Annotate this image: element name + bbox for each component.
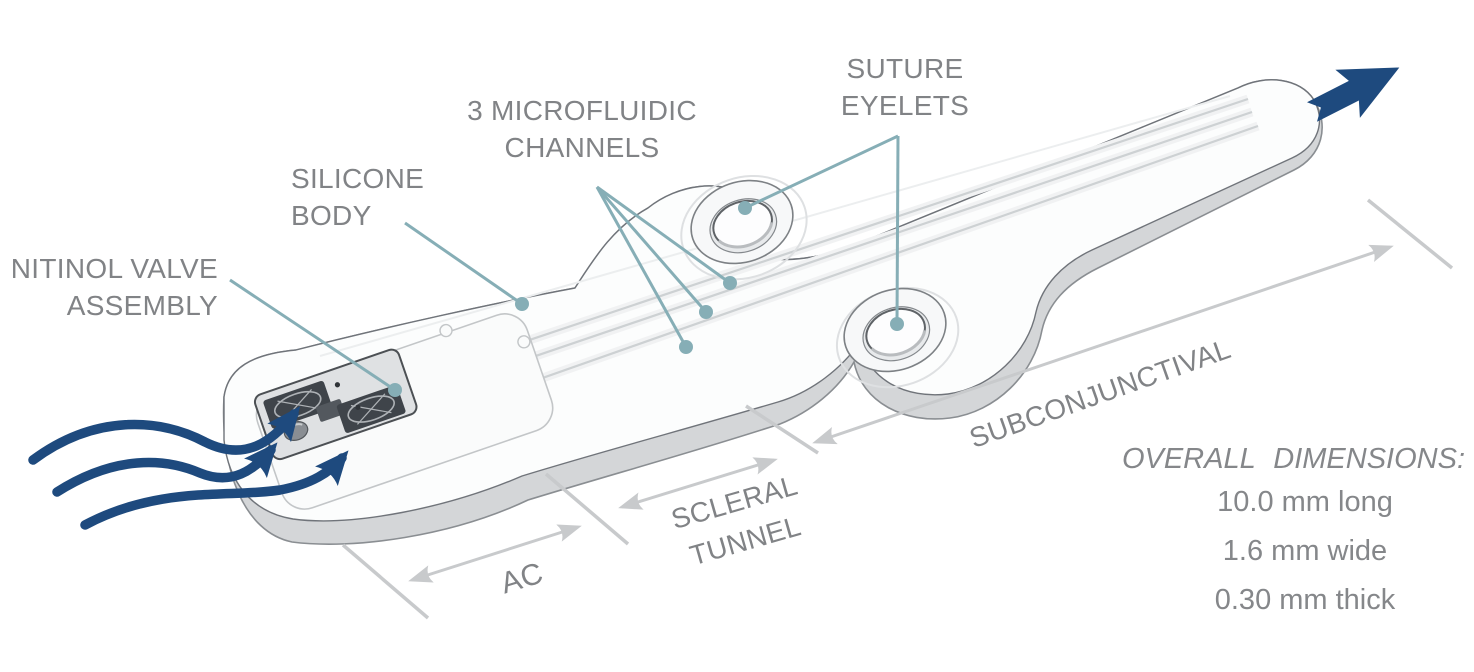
flow-inlet-arrow-1 bbox=[28, 406, 301, 465]
dimensions-title: OVERALL DIMENSIONS: bbox=[1121, 443, 1465, 475]
dimension-arrow-subconjunctival bbox=[812, 244, 1394, 445]
dimension-length: 10.0 mm long bbox=[1217, 486, 1393, 518]
label-silicone-body: SILICONE BODY bbox=[291, 160, 491, 234]
flow-inlet-arrows bbox=[28, 406, 349, 530]
leader-nitinol-valve bbox=[229, 278, 402, 397]
flow-inlet-arrow-3 bbox=[80, 450, 349, 530]
dimension-graphics bbox=[341, 198, 1454, 620]
label-line: CHANNELS bbox=[504, 132, 660, 163]
leader-channels-fan bbox=[595, 185, 737, 354]
channel-line-1 bbox=[421, 97, 1249, 378]
flow-inlet-arrow-2 bbox=[52, 442, 278, 497]
label-line: BODY bbox=[291, 200, 372, 231]
label-line: EYELETS bbox=[840, 90, 970, 121]
label-suture-eyelets: SUTURE EYELETS bbox=[835, 50, 975, 124]
label-microfluidic-channels: 3 MICROFLUIDIC CHANNELS bbox=[462, 92, 702, 166]
dimension-arrow-scleral bbox=[618, 457, 778, 510]
dimension-tick-1 bbox=[341, 543, 430, 620]
label-nitinol-valve-assembly: NITINOL VALVE ASSEMBLY bbox=[8, 250, 218, 324]
label-line: 3 MICROFLUIDIC bbox=[467, 95, 697, 126]
dimension-tick-2 bbox=[544, 472, 630, 546]
leader-silicone-body bbox=[404, 221, 529, 311]
overall-dimensions-block: OVERALL DIMENSIONS: 10.0 mm long 1.6 mm … bbox=[1115, 440, 1465, 625]
dimension-arrow-ac bbox=[408, 524, 582, 583]
dimension-tick-4 bbox=[1366, 198, 1454, 270]
label-line: SUTURE bbox=[846, 53, 964, 84]
dimension-thickness: 0.30 mm thick bbox=[1214, 584, 1396, 616]
label-line: SILICONE bbox=[291, 163, 425, 194]
label-line: ASSEMBLY bbox=[66, 290, 218, 321]
dimension-tick-3 bbox=[745, 404, 819, 455]
dimension-width: 1.6 mm wide bbox=[1222, 535, 1388, 567]
label-line: NITINOL VALVE bbox=[10, 253, 218, 284]
flow-outlet-arrow bbox=[1307, 67, 1400, 122]
leader-lines bbox=[229, 134, 904, 397]
